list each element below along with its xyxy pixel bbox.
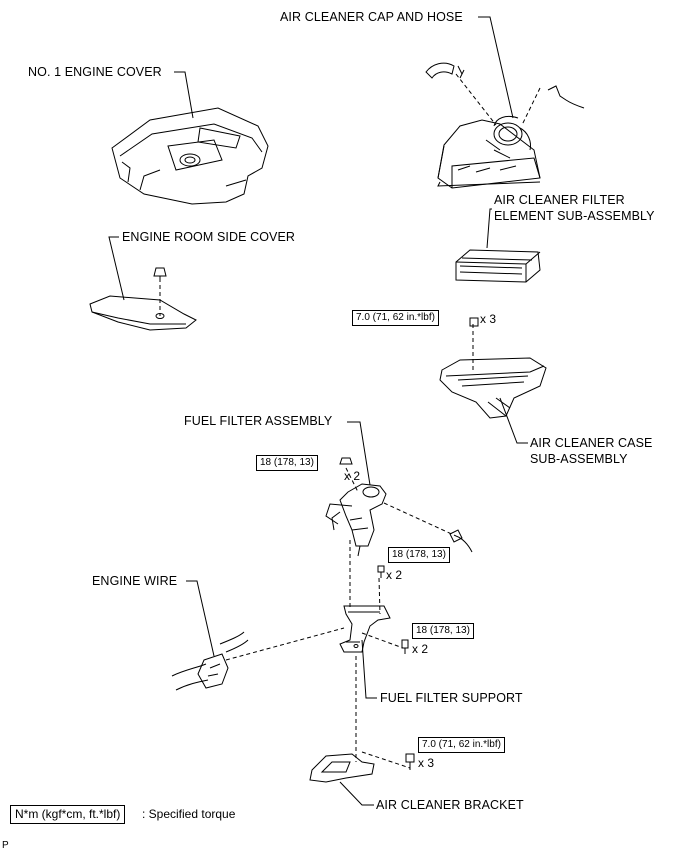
air-filter-element-illustration — [455, 249, 541, 283]
label-no1-engine-cover: NO. 1 ENGINE COVER — [28, 65, 162, 79]
torque-fuel-filter-bolt: 18 (178, 13) — [388, 547, 450, 563]
fuel-filter-support-illustration — [339, 605, 409, 654]
torque-support-bolt: 18 (178, 13) — [412, 623, 474, 639]
torque-air-cleaner-case-bolt: 7.0 (71, 62 in.*lbf) — [352, 310, 439, 326]
torque-fuel-filter-nut: 18 (178, 13) — [256, 455, 318, 471]
legend-torque-unit: N*m (kgf*cm, ft.*lbf) — [10, 805, 126, 824]
qty-bracket-bolt: x 3 — [418, 756, 435, 770]
label-air-cleaner-bracket: AIR CLEANER BRACKET — [376, 798, 524, 812]
label-fuel-filter-assembly: FUEL FILTER ASSEMBLY — [184, 414, 333, 428]
figure-code: P — [2, 840, 9, 851]
air-cleaner-cap-illustration — [425, 62, 585, 189]
label-air-cleaner-filter-line1: AIR CLEANER FILTER — [494, 193, 625, 207]
legend-description: : Specified torque — [142, 807, 236, 821]
side-cover-illustration — [89, 267, 197, 331]
leader-lines — [108, 16, 528, 806]
label-air-cleaner-case-line2: SUB-ASSEMBLY — [530, 452, 628, 466]
dashed-assembly-lines — [159, 73, 541, 769]
qty-air-cleaner-case-bolt: x 3 — [480, 312, 497, 326]
fuel-filter-illustration — [325, 457, 473, 578]
qty-support-bolt: x 2 — [412, 642, 429, 656]
label-air-cleaner-filter-line2: ELEMENT SUB-ASSEMBLY — [494, 209, 655, 223]
label-engine-wire: ENGINE WIRE — [92, 574, 178, 588]
air-cleaner-bracket-illustration — [309, 753, 415, 783]
qty-fuel-filter-nut: x 2 — [344, 469, 361, 483]
air-cleaner-case-illustration — [439, 317, 547, 419]
qty-fuel-filter-bolt: x 2 — [386, 568, 403, 582]
engine-cover-illustration — [111, 107, 269, 205]
label-fuel-filter-support: FUEL FILTER SUPPORT — [380, 691, 523, 705]
label-engine-room-side-cover: ENGINE ROOM SIDE COVER — [122, 230, 296, 244]
label-air-cleaner-case-line1: AIR CLEANER CASE — [530, 436, 653, 450]
label-air-cleaner-cap-and-hose: AIR CLEANER CAP AND HOSE — [280, 10, 463, 24]
torque-bracket-bolt: 7.0 (71, 62 in.*lbf) — [418, 737, 505, 753]
engine-wire-illustration — [171, 631, 249, 691]
